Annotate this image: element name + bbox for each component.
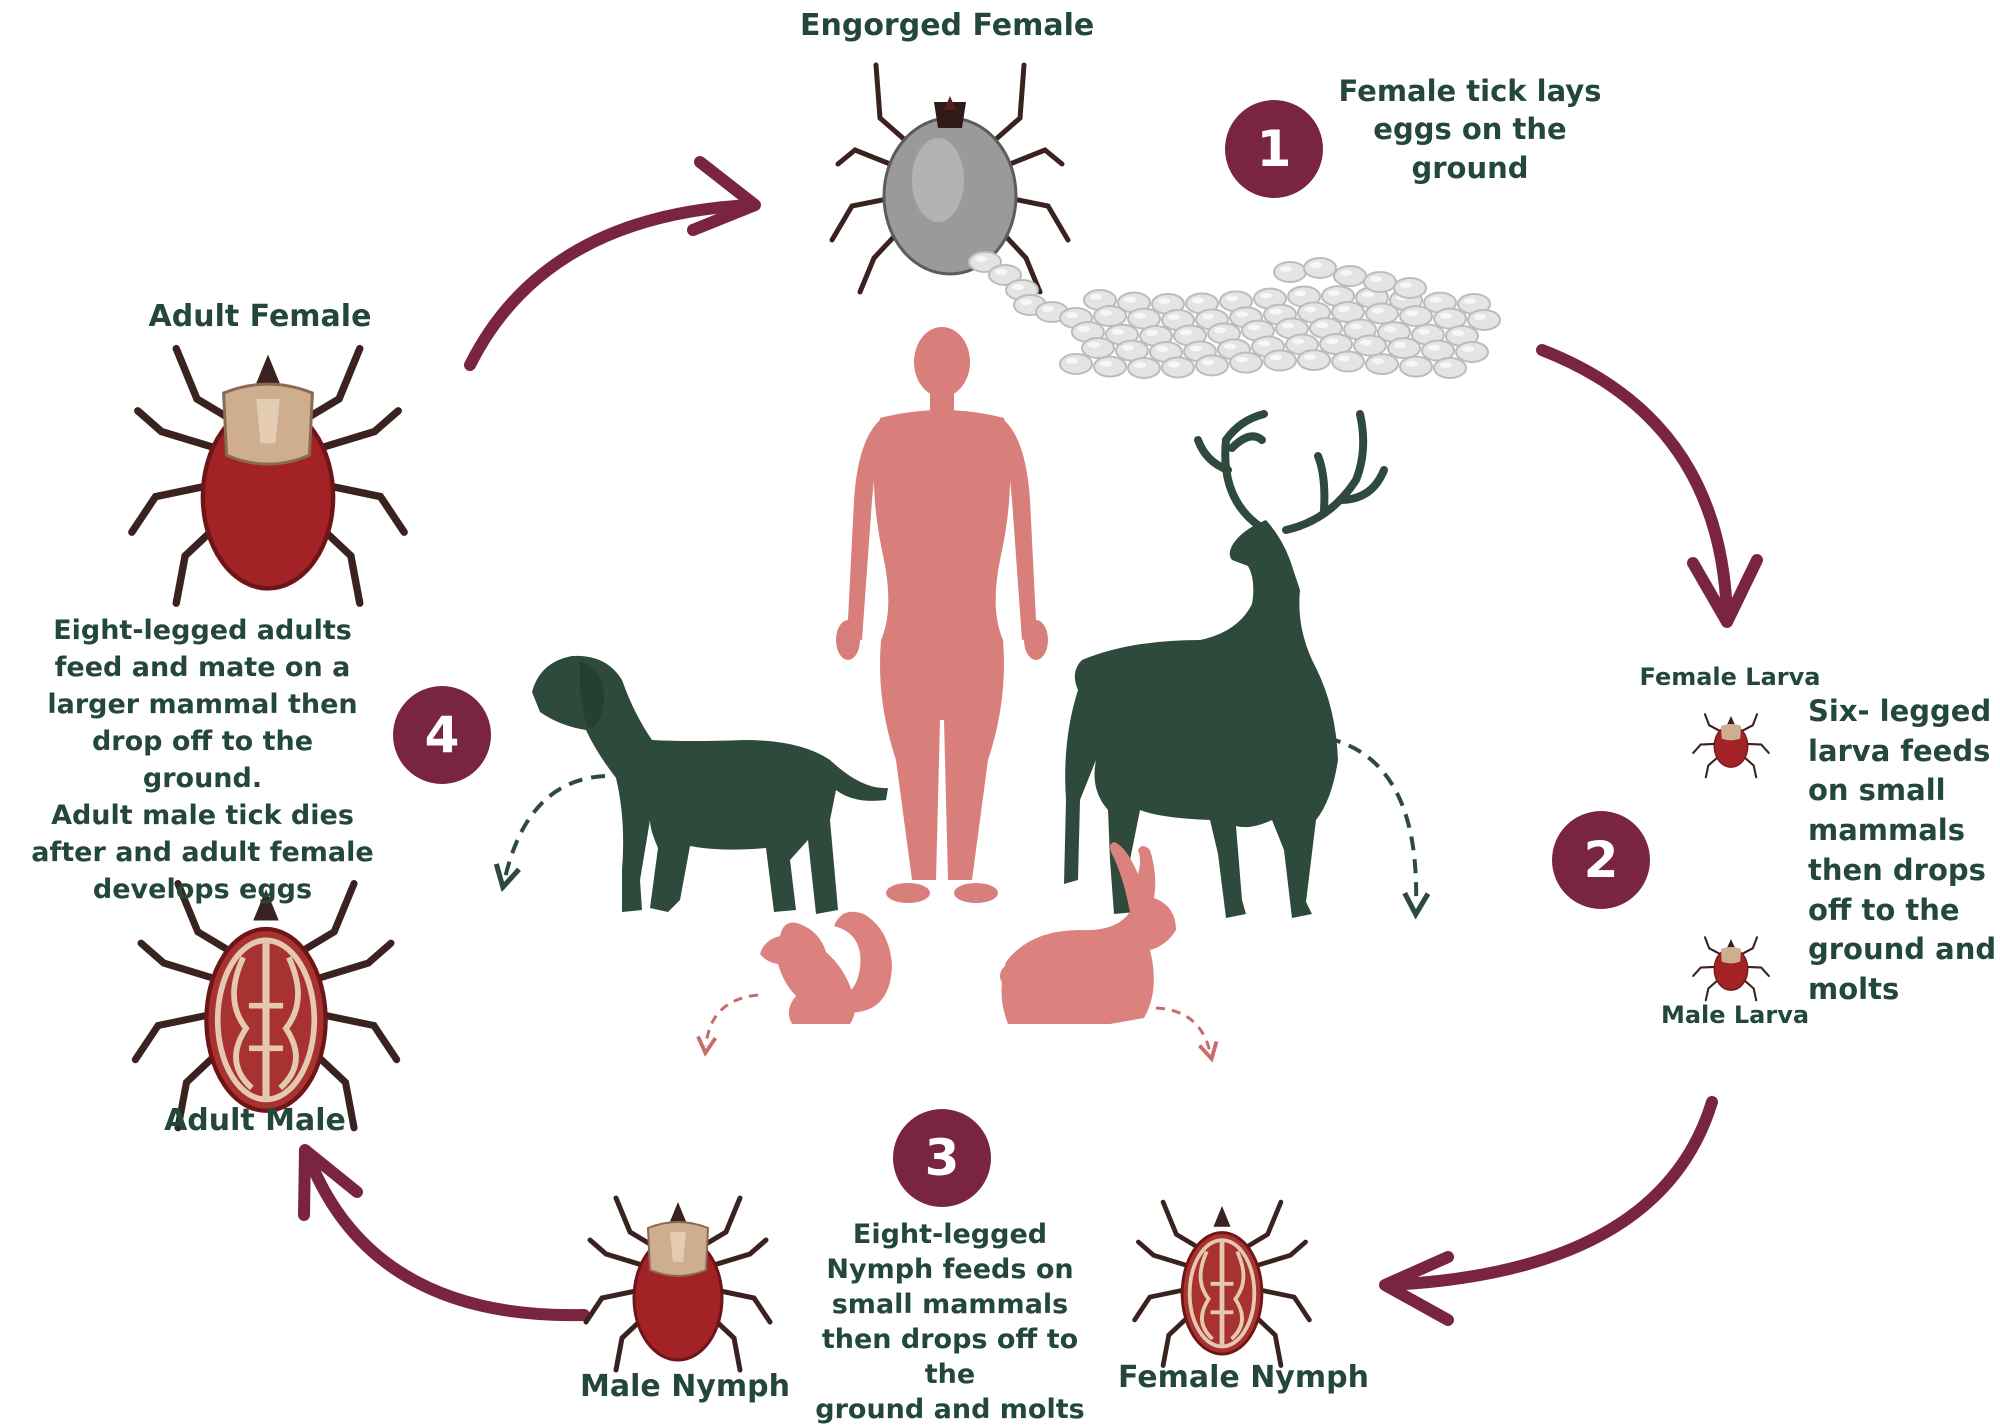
tick-icon [1693, 937, 1769, 1000]
tick-icon [132, 349, 404, 604]
step-1-description: Female tick lays eggs on the ground [1338, 74, 1602, 185]
tick-icon [829, 62, 1071, 295]
deer-silhouette-icon [1064, 410, 1388, 918]
tick-icon [1693, 714, 1769, 777]
male-nymph-label: Male Nymph [580, 1369, 790, 1404]
female-larva-label: Female Larva [1639, 663, 1821, 691]
drop-arrow-icon [505, 736, 1416, 1052]
squirrel-silhouette-icon [760, 911, 892, 1024]
tick-icon [135, 884, 396, 1128]
step-4-description: Eight-legged adults feed and mate on a l… [31, 615, 374, 905]
cycle-arrow-icon [464, 156, 761, 371]
tick-icon [1135, 1202, 1310, 1365]
female-nymph-label: Female Nymph [1118, 1360, 1369, 1395]
egg-cluster-icon [968, 251, 1501, 379]
step-2-badge: 2 [1552, 811, 1650, 909]
step-3-description: Eight-legged Nymph feeds on small mammal… [815, 1219, 1085, 1426]
rabbit-silhouette-icon [1000, 842, 1176, 1024]
adult-female-label: Adult Female [148, 299, 372, 334]
male-larva-label: Male Larva [1660, 1001, 1810, 1029]
dog-silhouette-icon [532, 655, 888, 914]
cycle-arrow-icon [1379, 1096, 1718, 1326]
tick-icon [586, 1198, 770, 1370]
engorged-female-label: Engorged Female [800, 8, 1095, 43]
step-1-badge: 1 [1225, 100, 1323, 198]
cycle-arrow-icon [1536, 344, 1763, 628]
step-4-badge: 4 [393, 686, 491, 784]
cycle-arrow-icon [298, 1144, 590, 1322]
step-2-description: Six- legged larva feeds on small mammals… [1808, 694, 1997, 1007]
step-3-badge: 3 [893, 1109, 991, 1207]
adult-male-label: Adult Male [164, 1103, 346, 1138]
human-silhouette-icon [836, 327, 1048, 903]
